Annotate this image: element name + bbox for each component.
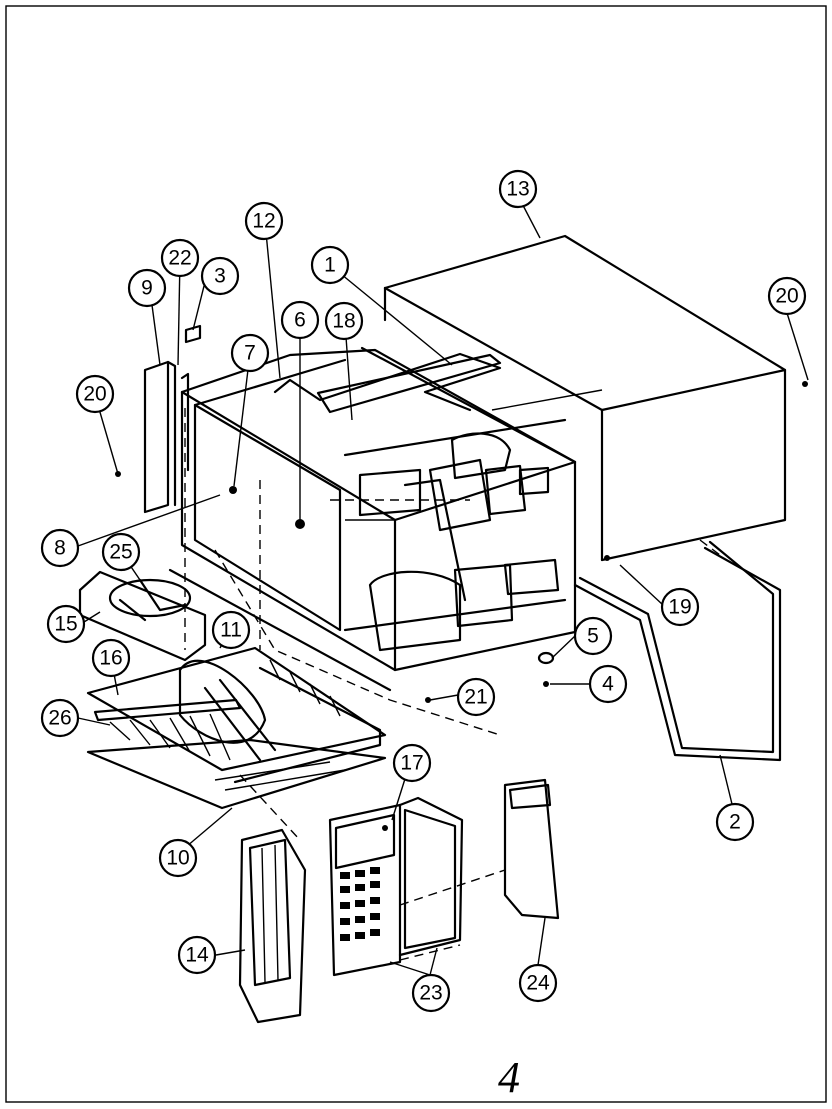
svg-text:10: 10	[166, 847, 189, 870]
callout-9: 9	[127, 268, 167, 308]
control-panel	[328, 796, 464, 977]
svg-text:20: 20	[775, 285, 798, 308]
svg-text:20: 20	[83, 383, 106, 406]
svg-text:4: 4	[602, 673, 614, 696]
turntable-motor-assembly	[78, 570, 207, 662]
svg-text:7: 7	[244, 342, 256, 365]
svg-text:16: 16	[99, 647, 122, 670]
callout-15: 15	[46, 604, 86, 644]
svg-text:1: 1	[324, 254, 336, 277]
svg-text:13: 13	[506, 178, 529, 201]
leader-lines	[77, 189, 809, 976]
power-cord	[573, 540, 782, 762]
svg-text:15: 15	[54, 613, 77, 636]
callout-8: 8	[40, 528, 80, 568]
callout-2: 2	[715, 802, 755, 842]
svg-text:5: 5	[587, 625, 599, 648]
callout-11: 11	[211, 610, 251, 650]
callout-26: 26	[40, 698, 80, 738]
callout-21: 21	[456, 677, 496, 717]
svg-text:21: 21	[464, 686, 487, 709]
svg-text:24: 24	[526, 972, 550, 995]
callout-5: 5	[573, 616, 613, 656]
svg-text:23: 23	[419, 982, 442, 1005]
assembly-lines	[184, 408, 721, 961]
svg-text:14: 14	[185, 944, 209, 967]
callout-23: 23	[411, 973, 451, 1013]
svg-text:12: 12	[252, 210, 275, 233]
callout-22: 22	[160, 238, 200, 278]
callout-18: 18	[324, 301, 364, 341]
svg-text:9: 9	[141, 277, 153, 300]
callout-19: 19	[660, 587, 700, 627]
base-plate	[86, 568, 392, 784]
callout-25: 25	[101, 532, 141, 572]
oven-cavity	[180, 346, 577, 672]
callout-16: 16	[91, 638, 131, 678]
callout-20-right: 20	[767, 276, 807, 316]
filter-screens	[86, 698, 387, 810]
callout-17: 17	[392, 743, 432, 783]
callout-12: 12	[244, 201, 284, 241]
side-plates	[143, 324, 202, 514]
callout-4: 4	[588, 664, 628, 704]
svg-text:2: 2	[729, 811, 741, 834]
callout-3: 3	[200, 256, 240, 296]
callout-6: 6	[280, 300, 320, 340]
svg-text:26: 26	[48, 707, 71, 730]
svg-text:3: 3	[214, 265, 226, 288]
svg-text:17: 17	[400, 752, 423, 775]
svg-text:22: 22	[168, 247, 191, 270]
callout-10: 10	[158, 838, 198, 878]
door-frame	[238, 828, 307, 1024]
svg-text:19: 19	[668, 596, 691, 619]
svg-text:11: 11	[220, 619, 242, 642]
callout-7: 7	[230, 333, 270, 373]
page-border	[5, 5, 827, 1103]
callout-20-left: 20	[75, 374, 115, 414]
callout-13: 13	[498, 169, 538, 209]
control-panel-cover	[503, 778, 560, 920]
svg-text:8: 8	[54, 537, 66, 560]
svg-text:25: 25	[109, 541, 132, 564]
outer-cabinet	[383, 234, 787, 562]
svg-text:18: 18	[332, 310, 355, 333]
page-mark: 4	[498, 1053, 520, 1102]
callout-14: 14	[177, 935, 217, 975]
svg-text:6: 6	[294, 309, 306, 332]
callout-24: 24	[518, 963, 558, 1003]
callout-1: 1	[310, 245, 350, 285]
hardware	[115, 381, 808, 831]
